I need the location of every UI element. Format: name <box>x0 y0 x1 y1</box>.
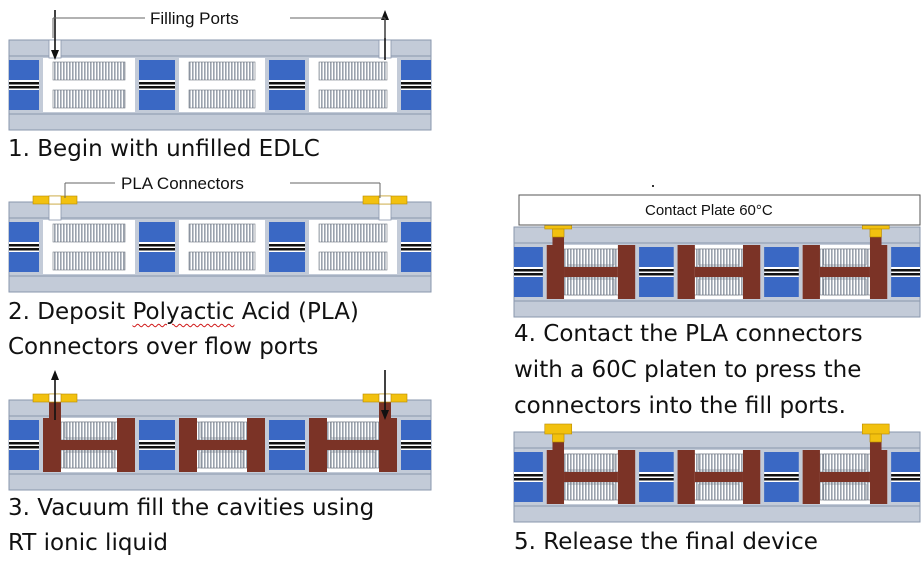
step-2-text-after: Acid (PLA) <box>234 299 359 325</box>
step-4-caption: 4. Contact the PLA connectors <box>514 319 863 349</box>
device-step-4-cavity-1-electrolyte-band <box>564 267 618 277</box>
device-step-5-cavity-2-electrolyte-band <box>694 472 743 482</box>
device-step-5 <box>513 423 921 523</box>
device-step-4-cavity-1-electrolyte-left <box>546 245 565 299</box>
device-step-5-cavity-2-electrolyte-right <box>742 450 761 504</box>
device-step-2 <box>8 195 432 293</box>
step-1-text: Begin with unfilled EDLC <box>37 136 320 162</box>
pla-connectors-label: PLA Connectors <box>121 174 244 193</box>
device-step-4-cavity-3-electrolyte-right <box>869 245 888 299</box>
device-step-1-cavity-1-collector-top <box>52 61 126 81</box>
step-3-caption: 3. Vacuum fill the cavities using <box>8 493 374 523</box>
device-step-1-cavity-3-collector-top <box>318 61 388 81</box>
device-step-3-cavity-3-electrolyte-left <box>309 418 327 472</box>
device-step-3-cavity-1-electrolyte-band <box>61 440 117 450</box>
device-step-3-cavity-1-electrolyte-left <box>43 418 61 472</box>
step-4-text: Contact the PLA connectors <box>543 321 863 347</box>
device-step-4-cavity-2-electrolyte-right <box>742 245 761 299</box>
step-4-number: 4. <box>514 321 536 347</box>
device-step-1-cavity-1-collector-bottom <box>52 89 126 109</box>
device-step-4-cavity-3-electrolyte-left <box>802 245 820 299</box>
device-step-2-cavity-3-collector-bottom <box>318 251 388 271</box>
step-2-caption: 2. Deposit Polyactic Acid (PLA) <box>8 297 359 327</box>
device-step-1-top-layer <box>8 39 432 57</box>
device-step-1 <box>8 10 432 131</box>
step-5-caption: 5. Release the final device <box>514 527 818 557</box>
step-2-text-before: Deposit <box>37 299 133 325</box>
step-5-number: 5. <box>514 529 536 555</box>
device-step-5-cavity-1-electrolyte-band <box>564 472 618 482</box>
device-step-5-cavity-3-electrolyte-band <box>819 472 870 482</box>
device-step-5-cavity-2-electrolyte-left <box>677 450 695 504</box>
device-step-5-pla-connector-1 <box>544 423 573 435</box>
device-step-2-cavity-2-collector-top <box>188 223 256 243</box>
step-2-spellcheck-word: Polyactic <box>132 299 235 325</box>
step-4-caption-line3: connectors into the fill ports. <box>514 393 846 419</box>
device-step-4-cavity-2-electrolyte-band <box>694 267 743 277</box>
device-step-5-cavity-1-electrolyte-right <box>617 450 636 504</box>
device-step-2-top-layer <box>8 201 432 219</box>
step-5-text: Release the final device <box>543 529 818 555</box>
contact-plate-label: Contact Plate 60°C <box>645 202 773 219</box>
device-step-4 <box>513 218 921 318</box>
step-3-text: Vacuum fill the cavities using <box>37 495 375 521</box>
device-step-1-cavity-3-collector-bottom <box>318 89 388 109</box>
step-1-number: 1. <box>8 136 30 162</box>
device-step-2-fill-port-1 <box>48 201 62 221</box>
device-step-1-cavity-2-collector-top <box>188 61 256 81</box>
filling-ports-callout: Filling Ports <box>52 9 386 38</box>
device-step-4-bottom-layer <box>513 300 921 318</box>
device-step-4-cavity-1-electrolyte-right <box>617 245 636 299</box>
step-3-number: 3. <box>8 495 30 521</box>
device-step-3 <box>8 370 432 491</box>
device-step-4-cavity-2-electrolyte-left <box>677 245 695 299</box>
step-1-caption: 1. Begin with unfilled EDLC <box>8 134 320 164</box>
device-step-5-bottom-layer <box>513 505 921 523</box>
device-step-3-cavity-1-electrolyte-right <box>117 418 135 472</box>
step-2-number: 2. <box>8 299 30 325</box>
pla-connectors-callout: PLA Connectors <box>64 174 381 198</box>
step-3-caption-line2: RT ionic liquid <box>8 530 169 556</box>
device-step-5-cavity-1-electrolyte-left <box>546 450 565 504</box>
device-step-5-cavity-3-electrolyte-right <box>869 450 888 504</box>
device-step-5-pla-connector-2 <box>861 423 890 435</box>
step-4-caption-line2: with a 60C platen to press the <box>514 357 862 383</box>
device-step-2-cavity-3-collector-top <box>318 223 388 243</box>
filling-ports-label: Filling Ports <box>150 9 239 28</box>
device-step-3-cavity-3-electrolyte-right <box>379 418 397 472</box>
device-step-5-top-layer <box>513 431 921 449</box>
step-2-caption-line2: Connectors over flow ports <box>8 334 319 360</box>
device-step-4-top-layer <box>513 226 921 244</box>
device-step-5-cavity-3-electrolyte-left <box>802 450 820 504</box>
device-step-3-bottom-layer <box>8 473 432 491</box>
contact-plate: Contact Plate 60°C <box>518 185 921 226</box>
device-step-3-top-layer <box>8 399 432 417</box>
device-step-3-cavity-2-electrolyte-right <box>247 418 265 472</box>
device-step-2-cavity-1-collector-top <box>52 223 126 243</box>
device-step-1-cavity-2-collector-bottom <box>188 89 256 109</box>
device-step-3-cavity-2-electrolyte-band <box>197 440 247 450</box>
device-step-2-cavity-2-collector-bottom <box>188 251 256 271</box>
device-step-3-cavity-3-electrolyte-band <box>327 440 379 450</box>
device-step-4-cavity-3-electrolyte-band <box>819 267 870 277</box>
device-step-3-cavity-2-electrolyte-left <box>179 418 197 472</box>
device-step-1-bottom-layer <box>8 113 432 131</box>
device-step-2-fill-port-2 <box>378 201 392 221</box>
device-step-2-bottom-layer <box>8 275 432 293</box>
device-step-2-cavity-1-collector-bottom <box>52 251 126 271</box>
